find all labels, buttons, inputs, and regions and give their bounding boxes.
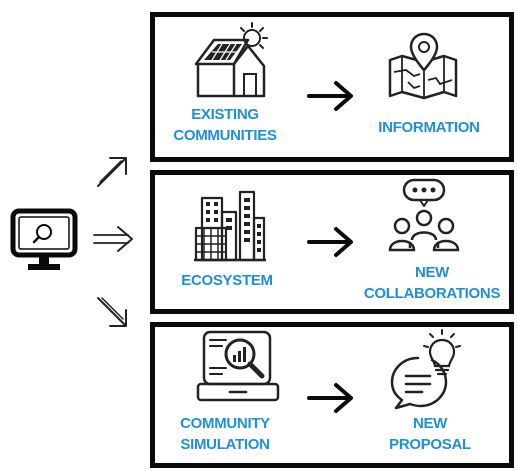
arrow-down-right-icon bbox=[97, 297, 127, 327]
arrow-up-right-icon bbox=[97, 157, 127, 187]
panel-existing-communities bbox=[150, 12, 514, 162]
label-information: INFORMATION bbox=[378, 119, 480, 136]
solar-house-icon bbox=[194, 22, 268, 98]
arrow-right-icon bbox=[307, 227, 353, 257]
label-existing-communities: EXISTING COMMUNITIES bbox=[173, 106, 277, 144]
computer-monitor-search-icon bbox=[10, 208, 78, 270]
label-new-collaborations: NEW COLLABORATIONS bbox=[363, 264, 501, 302]
label-ecosystem: ECOSYSTEM bbox=[181, 272, 273, 289]
map-location-pin-icon bbox=[388, 32, 458, 100]
laptop-analytics-magnifier-icon bbox=[196, 330, 280, 402]
speech-bubble-lightbulb-icon bbox=[390, 329, 461, 410]
label-new-proposal: NEW PROPOSAL bbox=[389, 415, 471, 453]
city-buildings-icon bbox=[194, 190, 266, 262]
arrow-right-icon bbox=[307, 81, 353, 111]
arrow-right-icon bbox=[307, 383, 353, 413]
group-chat-people-icon bbox=[388, 178, 460, 252]
arrow-right-icon bbox=[93, 226, 133, 252]
label-community-simulation: COMMUNITY SIMULATION bbox=[180, 415, 270, 453]
